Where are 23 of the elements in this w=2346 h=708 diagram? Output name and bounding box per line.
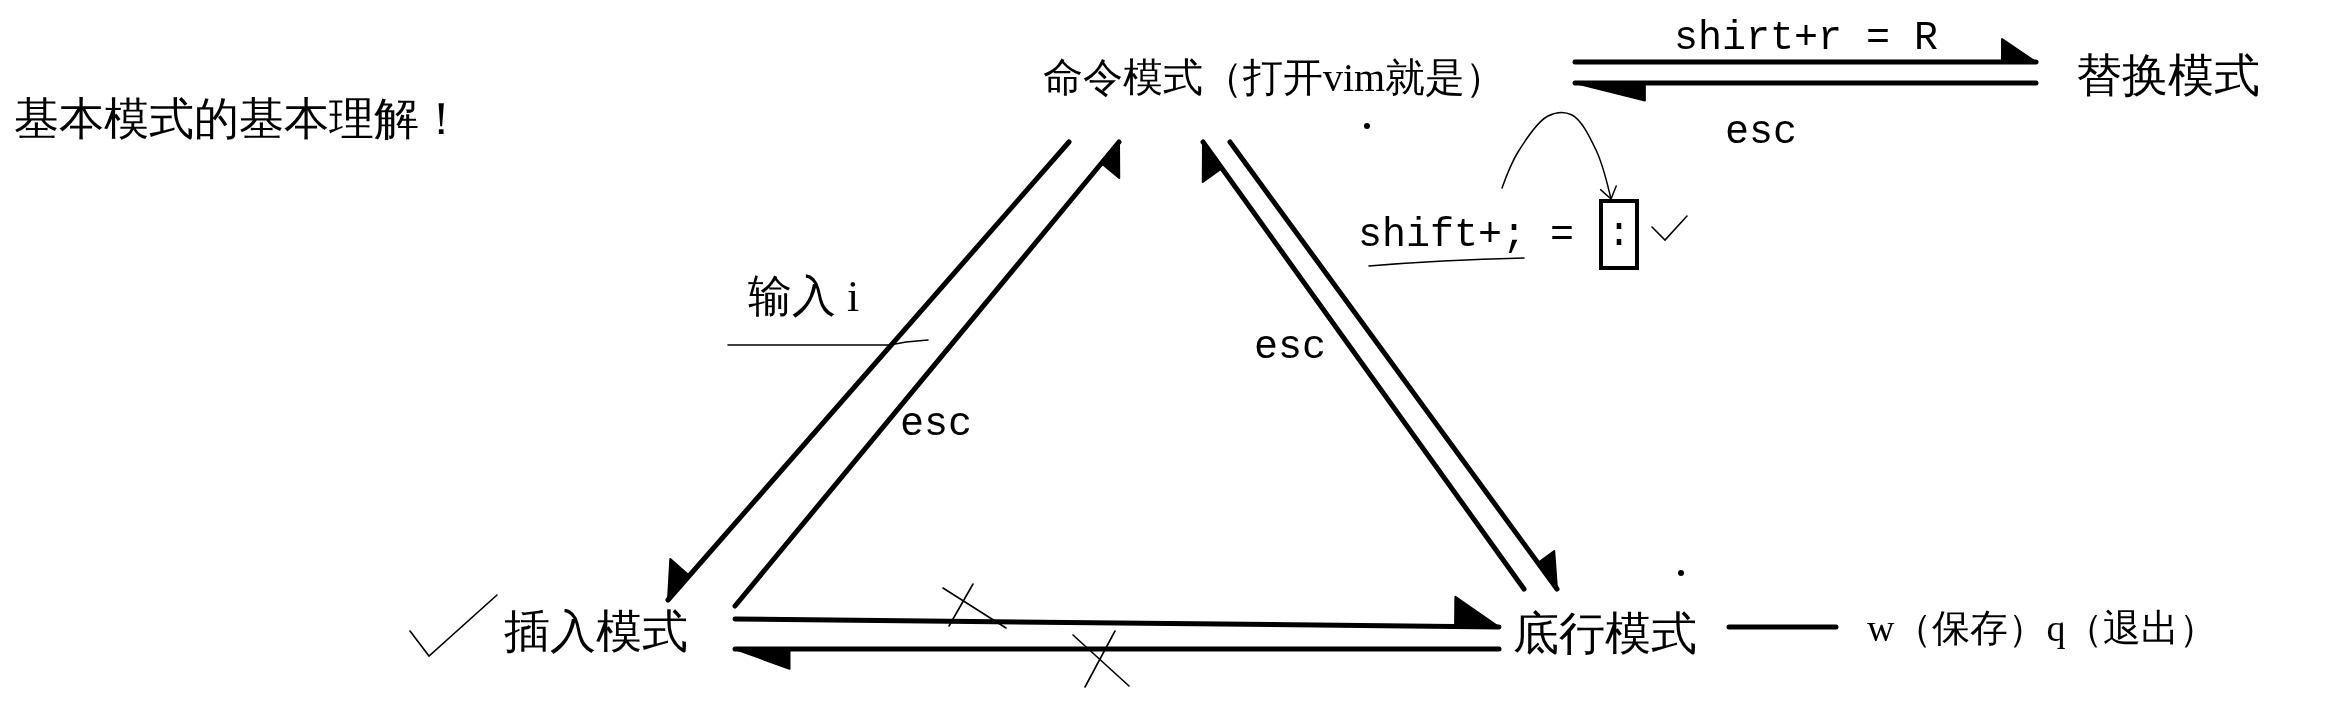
edge-label: esc — [900, 405, 972, 445]
edge-label: esc — [1254, 328, 1326, 368]
connector-line — [1726, 624, 1839, 630]
key-box: : — [1599, 199, 1639, 270]
curved-arrow — [1501, 111, 1617, 200]
arrow — [1572, 38, 2039, 65]
command-note: w（保存）q（退出） — [1867, 606, 2218, 651]
arrow — [665, 139, 1072, 603]
mode-label: 插入模式 — [504, 605, 688, 659]
arrow — [1200, 139, 1527, 592]
shortcut-text: shift+; = — [1358, 212, 1575, 260]
arrow — [732, 646, 1502, 670]
mode-label: 替换模式 — [2076, 49, 2260, 103]
arrow — [1227, 139, 1560, 592]
arrow — [732, 595, 1502, 630]
arrow — [732, 139, 1122, 609]
mode-label: 命令模式（打开vim就是） — [1043, 54, 1506, 102]
edge-label: shirt+r = R — [1674, 19, 1939, 59]
diagram-title: 基本模式的基本理解！ — [14, 93, 464, 146]
edge-label: 输入 i — [748, 271, 860, 323]
arrow — [1572, 80, 2039, 102]
mode-label: 底行模式 — [1513, 607, 1697, 661]
edge-label: esc — [1725, 113, 1797, 153]
